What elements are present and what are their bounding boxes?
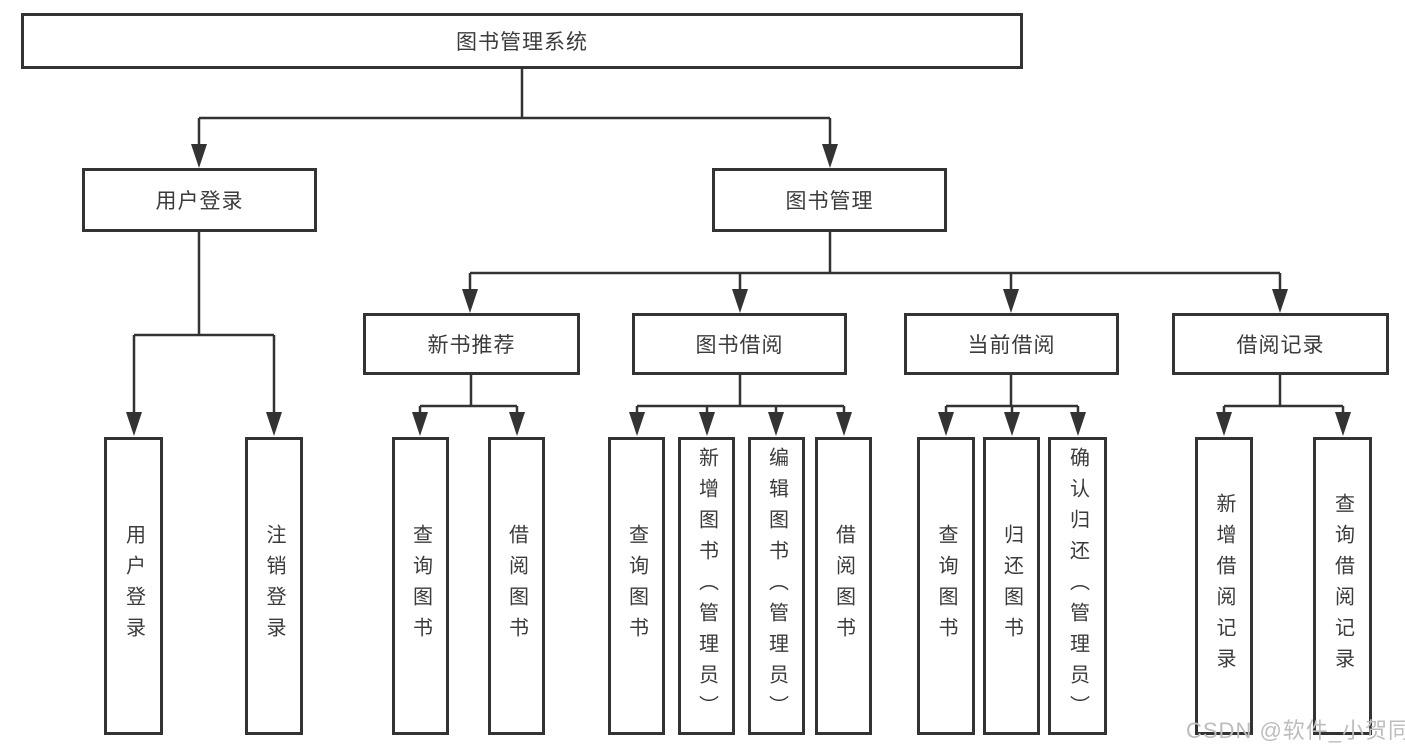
node-leaf-query-borrow-record: 查询借阅记录 <box>1313 437 1372 735</box>
node-book-management: 图书管理 <box>712 168 947 232</box>
node-borrowing-records: 借阅记录 <box>1172 313 1389 375</box>
node-leaf-add-borrow-record: 新增借阅记录 <box>1195 437 1253 735</box>
node-leaf-return-books-label: 归还图书 <box>1000 524 1023 648</box>
node-current-borrowing-label: 当前借阅 <box>967 334 1056 357</box>
node-leaf-borrow-books-borrowing: 借阅图书 <box>815 437 872 735</box>
node-root-label: 图书管理系统 <box>456 31 588 54</box>
node-leaf-query-books-current: 查询图书 <box>917 437 975 735</box>
node-new-book-recommendation-label: 新书推荐 <box>427 334 516 357</box>
watermark: CSDN @软件_小贺同学 <box>1186 718 1405 743</box>
node-leaf-confirm-return-admin-label: 确认归还（管理员） <box>1066 446 1089 726</box>
node-borrowing-records-label: 借阅记录 <box>1236 334 1325 357</box>
node-book-borrowing-label: 图书借阅 <box>695 334 784 357</box>
node-current-borrowing: 当前借阅 <box>904 313 1119 375</box>
node-user-login: 用户登录 <box>82 168 317 232</box>
node-book-management-label: 图书管理 <box>785 190 874 213</box>
node-leaf-logout-label: 注销登录 <box>263 524 285 648</box>
node-leaf-add-borrow-record-label: 新增借阅记录 <box>1213 493 1235 679</box>
node-leaf-confirm-return-admin: 确认归还（管理员） <box>1048 437 1107 735</box>
node-leaf-query-books-recommend-label: 查询图书 <box>409 524 432 648</box>
node-leaf-query-books-current-label: 查询图书 <box>935 524 957 648</box>
node-leaf-query-books-recommend: 查询图书 <box>392 437 449 735</box>
node-leaf-query-borrow-record-label: 查询借阅记录 <box>1331 493 1354 679</box>
node-leaf-return-books: 归还图书 <box>983 437 1040 735</box>
node-leaf-logout: 注销登录 <box>245 437 303 735</box>
node-leaf-query-books-borrowing-label: 查询图书 <box>625 524 648 648</box>
node-leaf-user-login: 用户登录 <box>104 437 163 735</box>
node-leaf-borrow-books-borrowing-label: 借阅图书 <box>832 524 855 648</box>
node-root: 图书管理系统 <box>21 13 1023 69</box>
node-leaf-edit-books-admin: 编辑图书（管理员） <box>748 437 805 735</box>
node-user-login-label: 用户登录 <box>155 190 244 213</box>
node-new-book-recommendation: 新书推荐 <box>363 313 580 375</box>
node-leaf-borrow-books-recommend: 借阅图书 <box>488 437 545 735</box>
node-book-borrowing: 图书借阅 <box>632 313 847 375</box>
node-leaf-edit-books-admin-label: 编辑图书（管理员） <box>765 446 788 726</box>
node-leaf-add-books-admin-label: 新增图书（管理员） <box>695 446 718 726</box>
node-leaf-borrow-books-recommend-label: 借阅图书 <box>505 524 528 648</box>
node-leaf-user-login-label: 用户登录 <box>122 524 145 648</box>
node-leaf-query-books-borrowing: 查询图书 <box>608 437 665 735</box>
arrowheads <box>126 144 1351 436</box>
node-leaf-add-books-admin: 新增图书（管理员） <box>678 437 735 735</box>
